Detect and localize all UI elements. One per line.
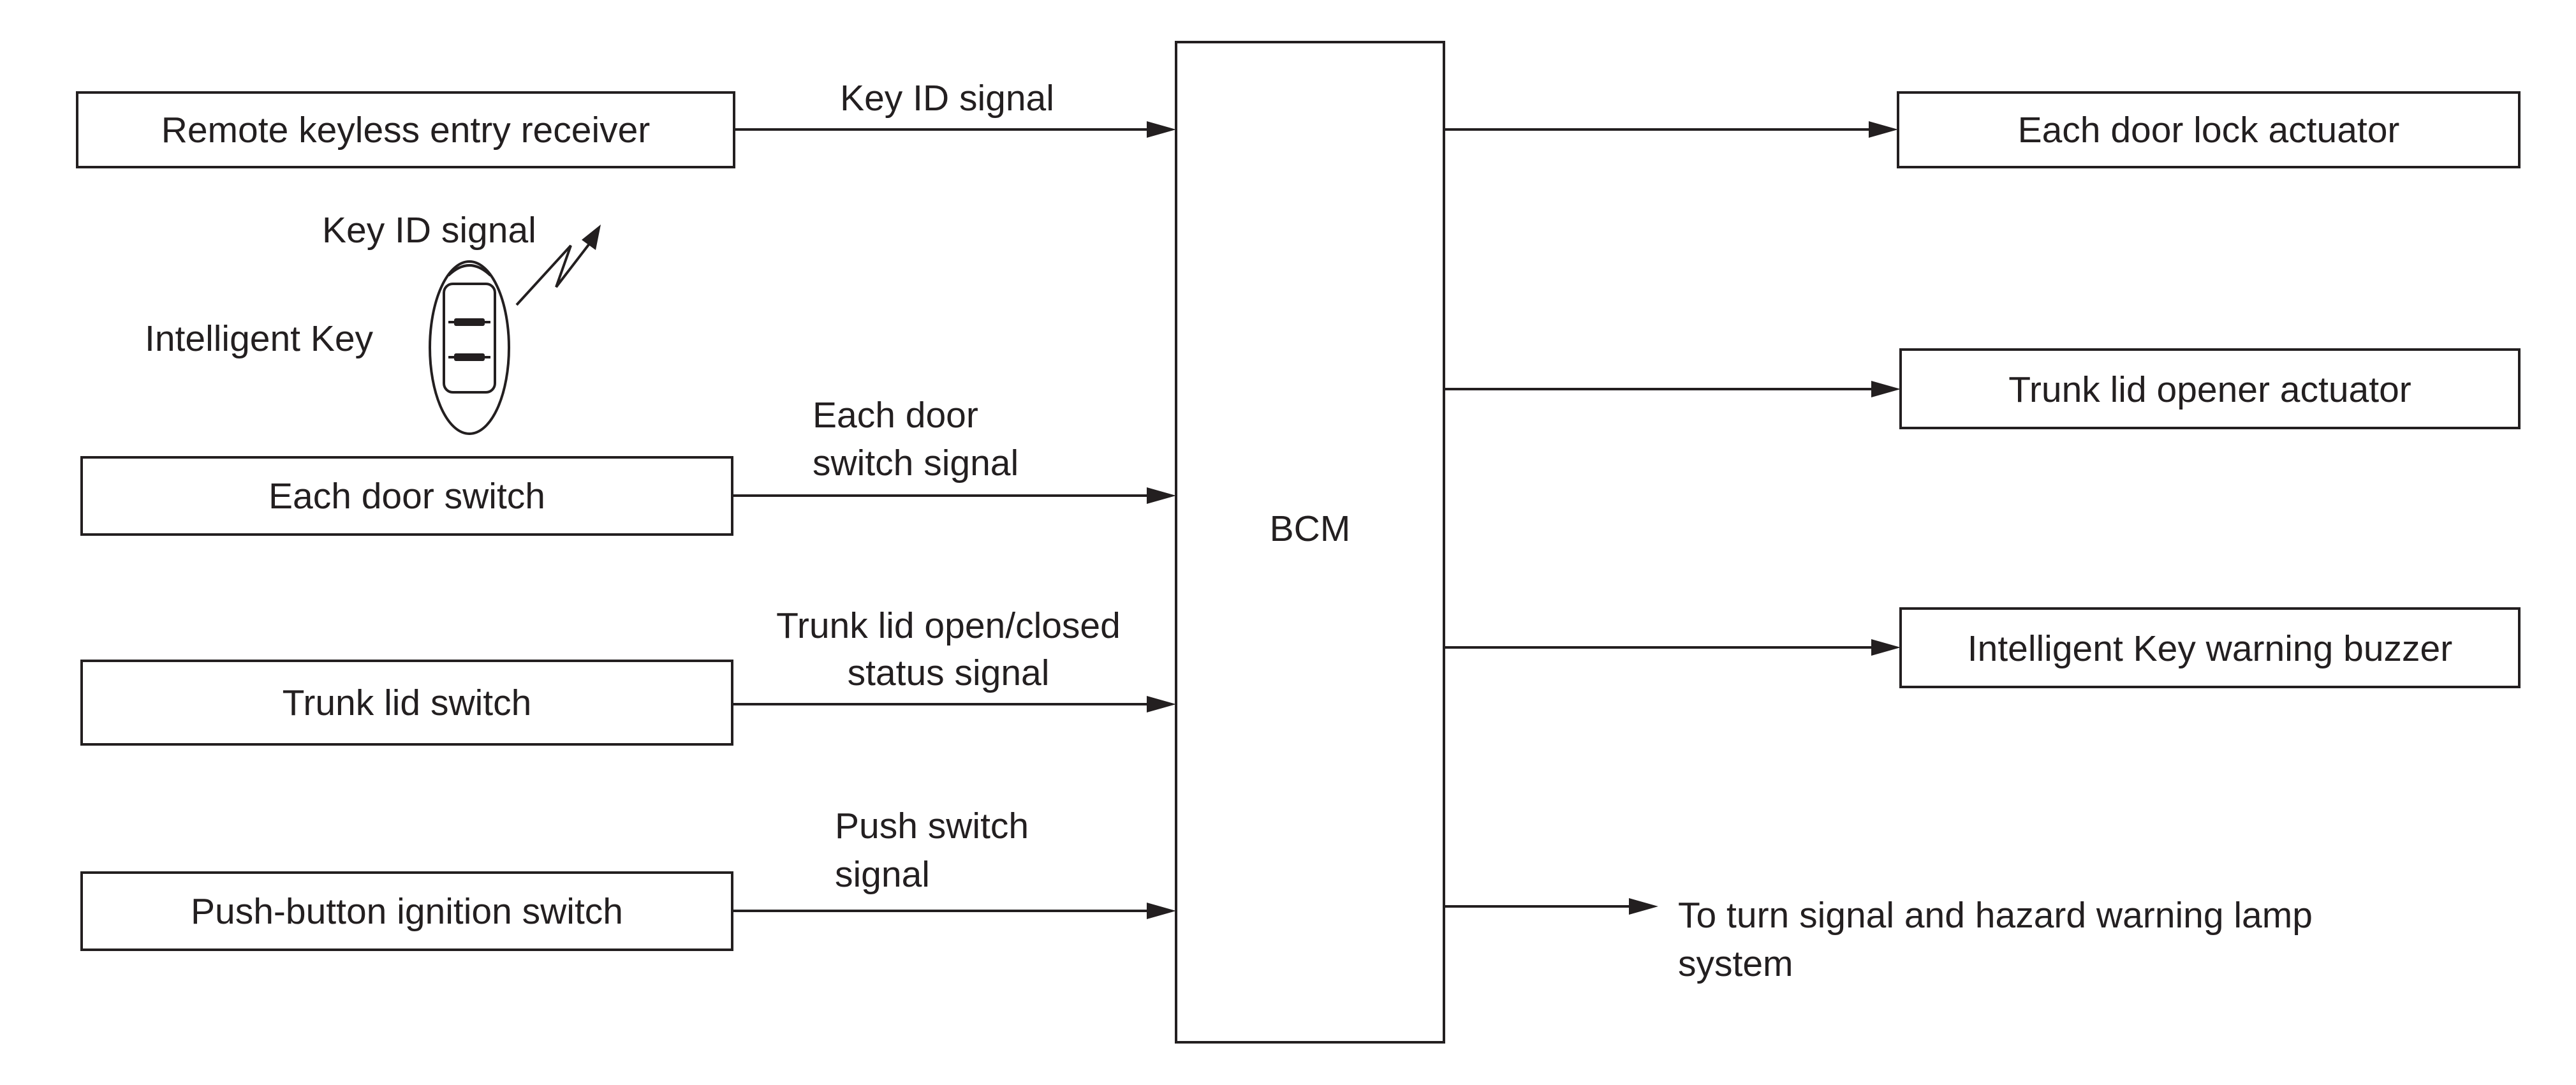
key-warning-buzzer-arrow	[1444, 639, 1901, 656]
each-door-lock-actuator-label: Each door lock actuator	[2018, 110, 2400, 151]
bcm-label: BCM	[1270, 508, 1351, 549]
intelligent-key-fob-icon	[429, 260, 510, 435]
push-switch-signal-arrow: Push switch signal	[732, 806, 1176, 919]
trunk-status-signal-label-line2: status signal	[848, 653, 1050, 693]
each-door-switch-block: Each door switch	[80, 456, 733, 536]
intelligent-key-label: Intelligent Key	[145, 318, 374, 359]
push-switch-signal-label-line2: signal	[835, 854, 930, 895]
turn-signal-system-arrow	[1444, 898, 1658, 915]
wireless-signal-icon	[515, 225, 601, 306]
turn-signal-system-label-line2: system	[1678, 943, 1793, 984]
turn-signal-system-text: To turn signal and hazard warning lamp s…	[1678, 895, 2313, 984]
key-id-signal-arrow: Key ID signal	[734, 78, 1176, 138]
trunk-lid-opener-actuator-label: Trunk lid opener actuator	[2008, 369, 2411, 410]
trunk-lid-switch-block: Trunk lid switch	[80, 660, 733, 746]
door-switch-signal-arrow: Each door switch signal	[732, 395, 1176, 504]
trunk-lid-opener-actuator-block: Trunk lid opener actuator	[1899, 348, 2521, 429]
trunk-status-signal-arrow: Trunk lid open/closed status signal	[732, 605, 1176, 712]
turn-signal-system-label-line1: To turn signal and hazard warning lamp	[1678, 895, 2313, 936]
push-button-ignition-switch-label: Push-button ignition switch	[191, 891, 623, 932]
intelligent-key-warning-buzzer-label: Intelligent Key warning buzzer	[1968, 628, 2452, 669]
intelligent-key-warning-buzzer-block: Intelligent Key warning buzzer	[1899, 607, 2521, 688]
remote-keyless-entry-receiver-block: Remote keyless entry receiver	[76, 91, 735, 168]
door-lock-actuator-arrow	[1444, 121, 1898, 138]
key-id-signal-label: Key ID signal	[840, 78, 1054, 119]
key-fob-signal-label: Key ID signal	[322, 210, 536, 251]
intelligent-key-group: Key ID signal Intelligent Key	[145, 210, 601, 435]
door-switch-signal-label-line1: Each door	[813, 395, 978, 436]
trunk-status-signal-label-line1: Trunk lid open/closed	[776, 605, 1121, 646]
door-switch-signal-label-line2: switch signal	[813, 443, 1019, 483]
each-door-lock-actuator-block: Each door lock actuator	[1897, 91, 2521, 168]
trunk-lid-switch-label: Trunk lid switch	[283, 683, 532, 723]
push-switch-signal-label-line1: Push switch	[835, 806, 1029, 846]
trunk-opener-actuator-arrow	[1444, 381, 1901, 397]
push-button-ignition-switch-block: Push-button ignition switch	[80, 871, 733, 951]
bcm-block: BCM	[1175, 41, 1445, 1044]
each-door-switch-label: Each door switch	[269, 476, 545, 517]
remote-keyless-entry-receiver-label: Remote keyless entry receiver	[161, 110, 651, 151]
